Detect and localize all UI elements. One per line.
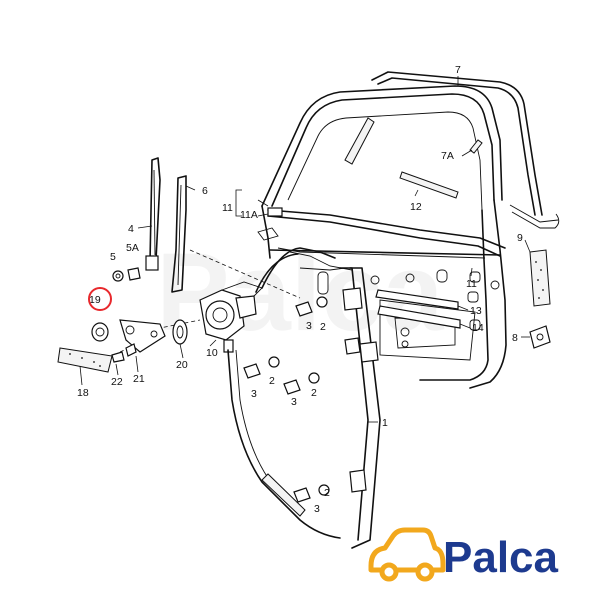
label-8: 8 [512,332,518,344]
door-frame [261,85,507,389]
callout-leaders [79,76,531,423]
glass-seal-parts [344,117,483,199]
label-6: 6 [202,185,208,197]
label-3-b: 3 [251,388,257,400]
label-1: 1 [382,417,388,429]
label-14: 14 [472,322,484,334]
label-11-left: 11 [222,202,233,214]
watermark: Palca [156,231,444,354]
bolts-and-washers [243,296,330,503]
label-3-a: 3 [306,320,312,332]
highlight-circle [88,287,112,311]
label-5: 5 [110,251,116,263]
label-2-c: 2 [311,387,317,399]
label-7a: 7A [441,150,454,162]
window-seal-strip [257,207,506,257]
label-18: 18 [77,387,89,399]
label-2-a: 2 [320,321,326,333]
label-3-d: 3 [314,503,320,515]
door-seal-strip [371,71,560,229]
label-9: 9 [517,232,523,244]
nuts [112,267,141,282]
handle-trim-plate [57,347,113,373]
trim-strips [375,289,461,329]
label-11-right: 11 [466,278,477,290]
clip-part [529,325,551,349]
callout-bracket [235,189,242,217]
label-5a: 5A [126,242,139,254]
regulator-motor [199,281,263,353]
label-19: 19 [89,294,101,306]
label-13: 13 [470,305,482,317]
label-21: 21 [133,373,145,385]
label-12: 12 [410,201,422,213]
label-7: 7 [455,64,461,76]
regulator-mechanism [227,247,381,549]
label-2-b: 2 [269,375,275,387]
label-10: 10 [206,347,218,359]
felt-strip [529,249,551,307]
palca-logo: Palca [368,527,559,582]
screws [111,343,137,363]
label-3-c: 3 [291,396,297,408]
label-4: 4 [128,223,134,235]
label-22: 22 [111,376,123,388]
label-11a: 11A [240,209,258,221]
car-icon [368,527,446,582]
crank-handle-parts [91,319,166,353]
logo-text: Palca [443,533,559,582]
gasket-washer [172,319,188,345]
part-labels: 7 7A 6 11 11A 12 4 9 5A 5 11 19 13 2 3 1… [77,64,523,515]
guide-rails [145,157,187,293]
label-2-d: 2 [324,487,330,499]
label-20: 20 [176,359,188,371]
